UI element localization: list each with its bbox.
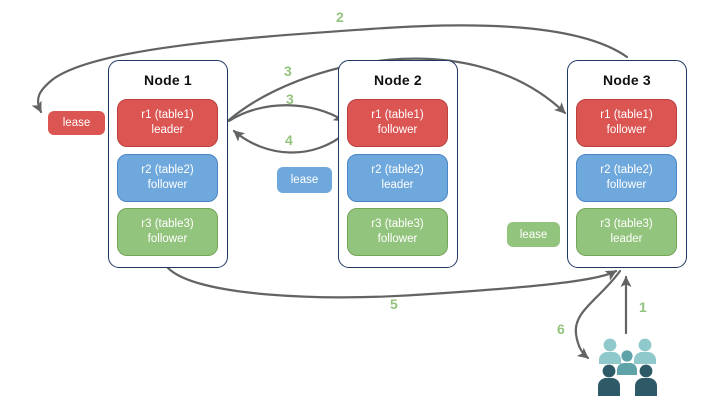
step-number-3b: 3 xyxy=(286,91,294,107)
node2-replica-r2: r2 (table2) leader xyxy=(347,154,448,202)
step-number-6: 6 xyxy=(557,321,565,337)
node1-replica-r3: r3 (table3) follower xyxy=(117,208,218,256)
step-number-4: 4 xyxy=(285,132,293,148)
arrow-step-6-node3-to-users xyxy=(574,269,622,360)
node1-replica-r2: r2 (table2) follower xyxy=(117,154,218,202)
step-number-5: 5 xyxy=(390,296,398,312)
step-number-1: 1 xyxy=(639,299,647,315)
replica-range-label: r2 (table2) xyxy=(600,164,653,177)
replica-role-label: follower xyxy=(606,179,647,191)
node3-replica-r2: r2 (table2) follower xyxy=(576,154,677,202)
lease-label: lease xyxy=(62,117,91,129)
lease-tag-r2: lease xyxy=(277,167,332,193)
arrow-step-2-node3-to-lease1 xyxy=(31,24,629,114)
node3-title: Node 3 xyxy=(603,72,651,88)
step-number-2: 2 xyxy=(336,9,344,25)
replica-role-label: follower xyxy=(147,179,188,191)
replica-role-label: follower xyxy=(377,233,418,245)
node1-box: Node 1 r1 (table1) leader r2 (table2) fo… xyxy=(108,60,228,268)
replica-range-label: r2 (table2) xyxy=(371,164,424,177)
node1-replica-r1: r1 (table1) leader xyxy=(117,99,218,147)
node3-replica-r3: r3 (table3) leader xyxy=(576,208,677,256)
lease-label: lease xyxy=(519,228,548,241)
node2-replica-r3: r3 (table3) follower xyxy=(347,208,448,256)
lease-tag-r1: lease xyxy=(48,111,105,135)
replica-role-label: follower xyxy=(377,124,418,136)
replica-range-label: r2 (table2) xyxy=(141,164,194,177)
arrow-step-3-node1-to-node2 xyxy=(227,104,346,123)
replica-range-label: r1 (table1) xyxy=(371,109,424,122)
node3-replica-r1: r1 (table1) follower xyxy=(576,99,677,147)
node2-replica-r1: r1 (table1) follower xyxy=(347,99,448,147)
replica-role-label: leader xyxy=(151,124,184,136)
node2-box: Node 2 r1 (table1) follower r2 (table2) … xyxy=(338,60,458,268)
replica-range-label: r3 (table3) xyxy=(371,218,424,231)
arrow-step-3-node1-to-node3 xyxy=(227,57,567,122)
replica-range-label: r3 (table3) xyxy=(600,218,653,231)
node2-title: Node 2 xyxy=(374,72,422,88)
arrow-step-5-node1-to-node3 xyxy=(166,266,618,299)
node3-box: Node 3 r1 (table1) follower r2 (table2) … xyxy=(567,60,687,268)
arrow-step-4-node2-to-node1 xyxy=(232,129,349,154)
step-number-3a: 3 xyxy=(284,63,292,79)
replica-role-label: leader xyxy=(381,179,414,191)
replica-range-label: r1 (table1) xyxy=(600,109,653,122)
replica-role-label: follower xyxy=(147,233,188,245)
replica-role-label: follower xyxy=(606,124,647,136)
replica-role-label: leader xyxy=(610,233,643,245)
node1-title: Node 1 xyxy=(144,72,192,88)
users-group-icon xyxy=(598,338,657,396)
replica-range-label: r3 (table3) xyxy=(141,218,194,231)
lease-tag-r3: lease xyxy=(507,222,560,247)
replica-range-label: r1 (table1) xyxy=(141,109,194,122)
lease-label: lease xyxy=(290,174,319,186)
